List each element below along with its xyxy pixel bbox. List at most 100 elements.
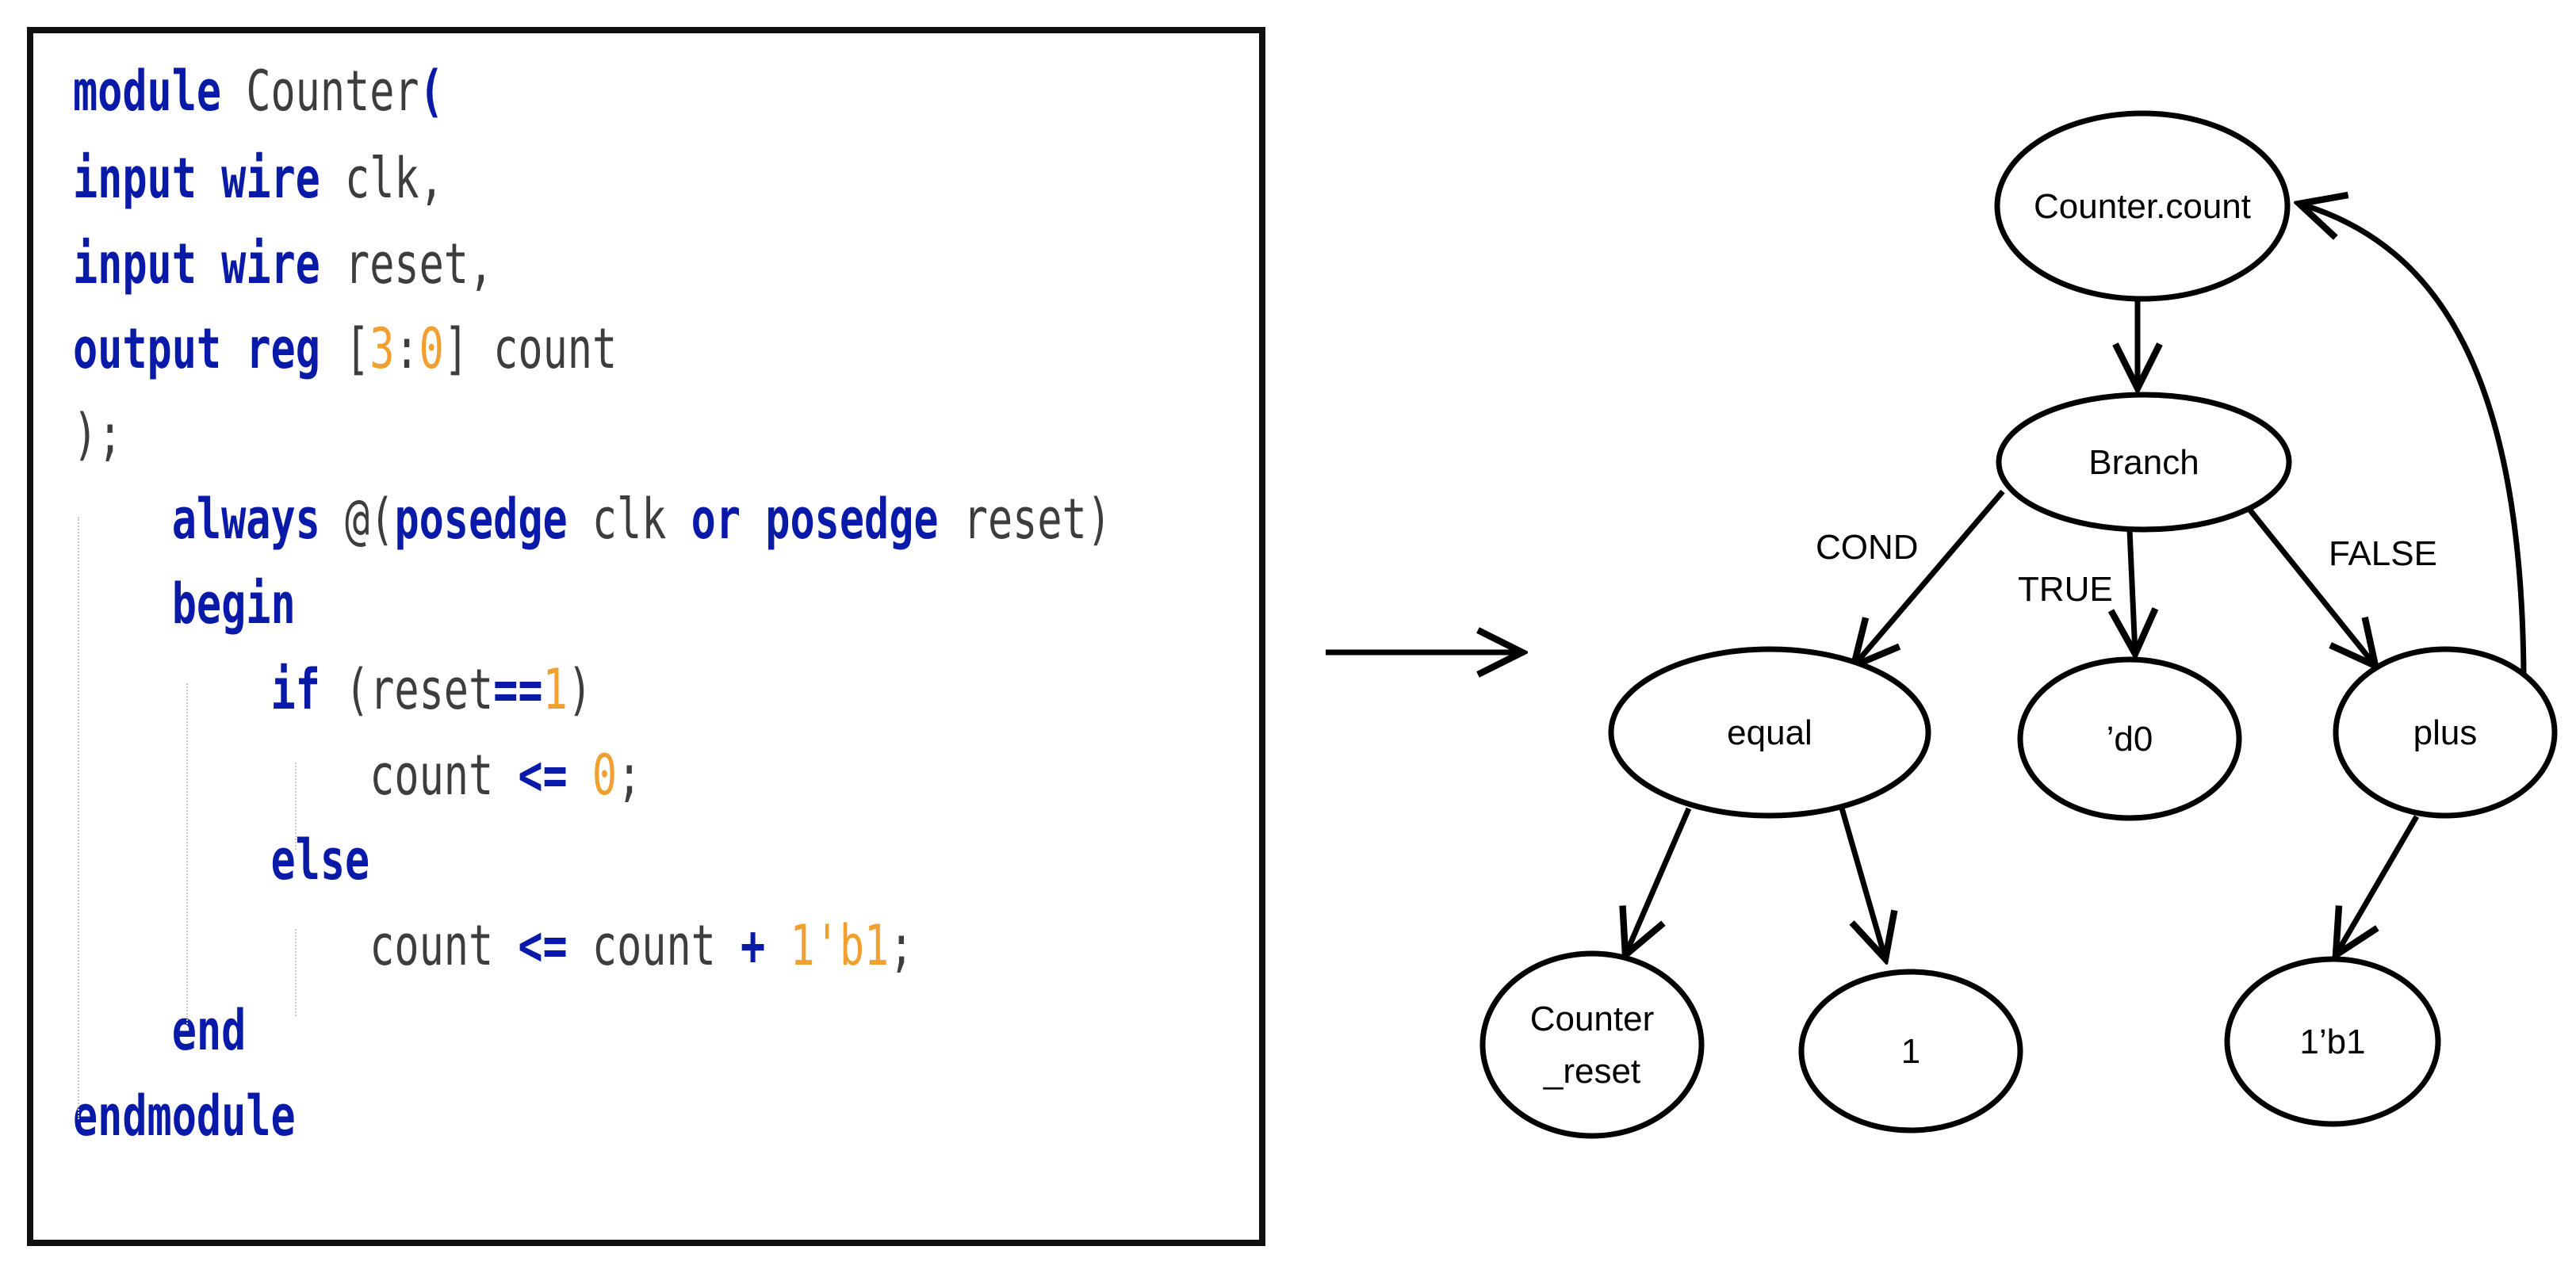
graph-edge-labels: COND TRUE FALSE	[1816, 528, 2437, 609]
graph-edges	[1625, 204, 2527, 959]
node-label: _reset	[1543, 1052, 1640, 1091]
code-keyword: input	[73, 146, 197, 211]
node-equal: equal	[1608, 646, 1931, 819]
node-ellipse	[2333, 646, 2558, 819]
indent-guide	[295, 763, 297, 850]
code-text: (reset	[320, 657, 494, 722]
code-keyword: +	[741, 913, 766, 978]
code-text: ;	[617, 743, 642, 808]
code-keyword: always	[171, 487, 320, 552]
code-number: 1'b1	[790, 913, 890, 978]
code-number: 3	[369, 316, 395, 381]
code-text: [	[320, 316, 370, 381]
code-panel: module Counter(input wire clk,input wire…	[27, 27, 1265, 1246]
code-keyword: wire	[221, 231, 320, 296]
code-text: );	[73, 402, 123, 467]
node-one-b1: 1’b1	[2224, 956, 2441, 1127]
node-ellipse	[2017, 656, 2242, 821]
code-keyword: posedge	[765, 487, 939, 552]
indent-guide	[186, 683, 188, 1024]
node-ellipse	[2224, 956, 2441, 1127]
code-keyword: if	[270, 657, 320, 722]
node-one: 1	[1798, 969, 2023, 1133]
code-keyword: reg	[246, 316, 320, 381]
node-ellipse	[1608, 646, 1931, 819]
code-line: count <= 0;	[73, 736, 641, 815]
code-line: end	[73, 991, 247, 1070]
code-line: endmodule	[73, 1076, 296, 1156]
code-text: reset,	[320, 231, 494, 296]
code-keyword: end	[171, 998, 247, 1063]
code-line: );	[73, 395, 122, 474]
node-counter-reset: Counter _reset	[1479, 950, 1705, 1139]
code-line: else	[73, 820, 369, 900]
node-counter-count: Counter.count	[1994, 110, 2291, 302]
node-d0: ’d0	[2017, 656, 2242, 821]
code-line: if (reset==1)	[73, 650, 592, 729]
edge-equal-to-counter-reset	[1625, 807, 1692, 955]
code-keyword: <=	[518, 743, 568, 808]
edge-branch-to-plus	[2245, 505, 2375, 666]
edge-branch-to-d0	[2130, 529, 2135, 654]
edge-label-true: TRUE	[2018, 570, 2113, 609]
node-label: Counter.count	[2034, 187, 2251, 226]
code-number: 0	[419, 316, 444, 381]
code-keyword: begin	[171, 572, 296, 636]
node-label: 1	[1901, 1032, 1920, 1071]
code-text: :	[394, 316, 419, 381]
edge-plus-to-counter-count	[2299, 204, 2527, 675]
node-label: equal	[1727, 713, 1812, 752]
indent-guide	[78, 517, 79, 1119]
edge-label-false: FALSE	[2329, 534, 2437, 573]
code-number: 1	[542, 657, 568, 722]
node-label: ’d0	[2107, 720, 2153, 759]
node-label: Branch	[2088, 443, 2199, 482]
code-text: )	[567, 657, 592, 722]
code-keyword: endmodule	[73, 1084, 296, 1149]
code-keyword: input	[73, 231, 197, 296]
code-keyword: (	[419, 59, 444, 124]
code-text: clk,	[320, 146, 444, 211]
node-label: plus	[2413, 713, 2478, 752]
code-line: begin	[73, 564, 296, 644]
edge-label-cond: COND	[1816, 528, 1919, 567]
code-line: input wire reset,	[73, 224, 493, 304]
code-line: module Counter(	[73, 52, 444, 131]
edge-branch-to-equal	[1854, 489, 2005, 666]
code-keyword: else	[270, 828, 370, 893]
indent-guide	[295, 929, 297, 1016]
code-line: input wire clk,	[73, 139, 444, 218]
code-keyword: or	[691, 487, 741, 552]
code-text: count	[73, 913, 519, 978]
code-text: count	[567, 913, 741, 978]
node-label: 1’b1	[2299, 1023, 2365, 1061]
node-ellipse	[1479, 950, 1705, 1139]
node-label: Counter	[1530, 1000, 1655, 1038]
code-keyword: output	[73, 316, 222, 381]
edge-plus-to-one-b1	[2336, 815, 2420, 955]
code-line: always @(posedge clk or posedge reset)	[73, 480, 1112, 559]
code-number: 0	[591, 743, 618, 808]
code-text: clk	[567, 487, 691, 552]
code-line: count <= count + 1'b1;	[73, 906, 913, 985]
code-keyword: posedge	[394, 487, 568, 552]
code-keyword: ==	[493, 657, 543, 722]
code-text: @(	[320, 487, 395, 552]
code-keyword: module	[73, 59, 222, 124]
code-text: ] count	[443, 316, 618, 381]
code-line: output reg [3:0] count	[73, 309, 617, 388]
edge-equal-to-one	[1838, 805, 1885, 959]
node-ellipse	[1994, 110, 2291, 302]
code-keyword: wire	[221, 146, 320, 211]
node-ellipse	[1996, 392, 2292, 533]
code-text: reset)	[938, 487, 1112, 552]
code-text: Counter	[221, 59, 419, 124]
code-text: count	[73, 743, 519, 808]
code-keyword: <=	[518, 913, 568, 978]
node-plus: plus	[2333, 646, 2558, 819]
node-branch: Branch	[1996, 392, 2292, 533]
code-text: ;	[889, 913, 914, 978]
node-ellipse	[1798, 969, 2023, 1133]
